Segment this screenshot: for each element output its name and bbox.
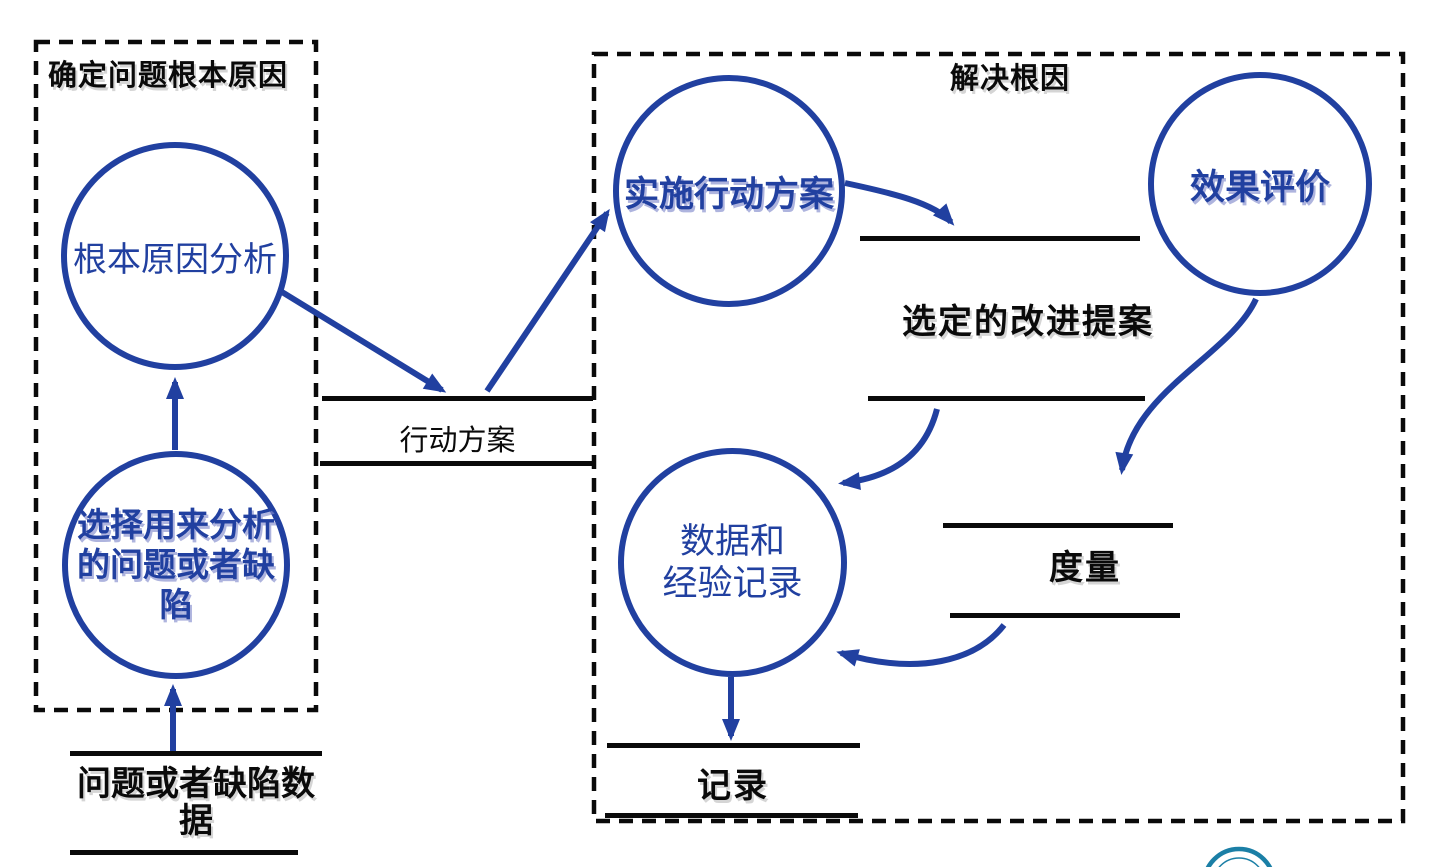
- data-source-bottom-rule: [70, 850, 298, 855]
- measure-bottom-rule: [950, 613, 1180, 618]
- data-source-top-rule: [70, 751, 322, 756]
- records-top-rule: [607, 743, 860, 748]
- seal-outer-ring: [1205, 846, 1273, 867]
- records-bottom-rule: [605, 813, 858, 818]
- circle-data-experience-records: 数据和 经验记录: [618, 448, 847, 677]
- seal-inner-ring: [1218, 857, 1260, 867]
- circle-implement-action-plan: 实施行动方案: [613, 75, 845, 307]
- circle-root-cause-analysis-label: 根本原因分析: [73, 241, 277, 279]
- action-plan-bottom-rule: [320, 461, 592, 466]
- records-label: 记录: [697, 767, 769, 805]
- circle-select-problems-label: 选择用来分析 的问题或者缺陷: [77, 506, 275, 623]
- arrow-action-plan-to-implement: [484, 208, 610, 393]
- action-plan-label: 行动方案: [399, 425, 516, 457]
- circle-data-experience-records-label: 数据和 经验记录: [662, 521, 803, 603]
- circle-effect-evaluation-label: 效果评价: [1189, 167, 1330, 207]
- arrow-measure-to-records-circle: [836, 623, 1007, 667]
- left-box-title: 确定问题根本原因: [48, 60, 289, 92]
- proposal-bottom-rule: [868, 396, 1145, 401]
- arrow-implement-to-proposal: [844, 180, 955, 226]
- measure-label: 度量: [1049, 549, 1121, 587]
- circle-root-cause-analysis: 根本原因分析: [61, 142, 289, 370]
- circle-select-problems: 选择用来分析 的问题或者缺陷: [62, 451, 290, 679]
- right-box-title: 解决根因: [949, 63, 1070, 95]
- data-source-label: 问题或者缺陷数 据: [77, 765, 315, 840]
- measure-top-rule: [943, 523, 1173, 528]
- proposal-top-rule: [860, 236, 1140, 241]
- action-plan-top-rule: [322, 396, 593, 401]
- circle-implement-action-plan-label: 实施行动方案: [623, 174, 834, 214]
- circle-effect-evaluation: 效果评价: [1148, 72, 1372, 296]
- selected-proposal-label: 选定的改进提案: [902, 303, 1154, 341]
- arrow-proposal-to-records-circle: [838, 408, 940, 490]
- arrow-root-cause-to-action-plan: [280, 289, 447, 393]
